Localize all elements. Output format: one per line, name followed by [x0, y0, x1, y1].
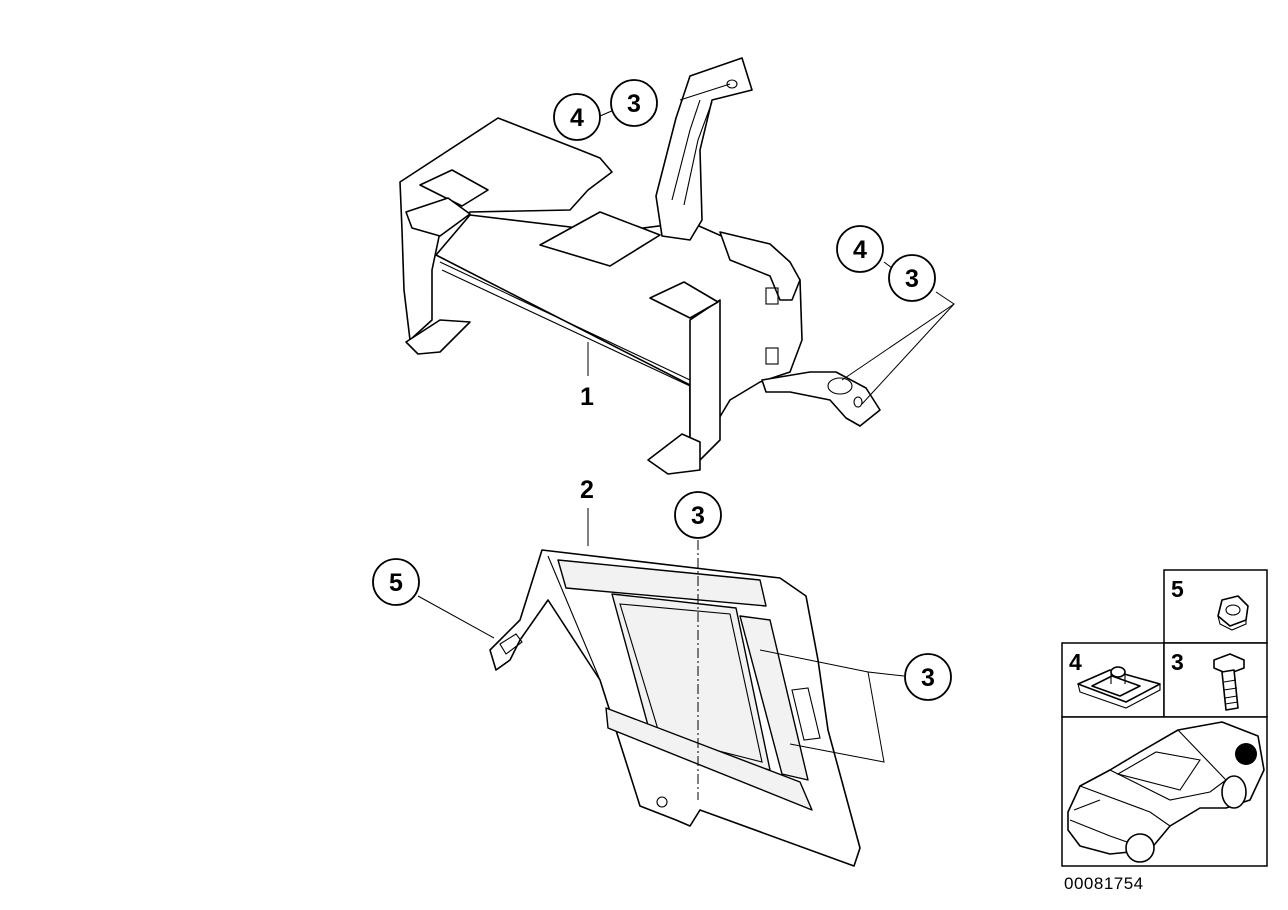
- hex-bolt-icon: [1213, 653, 1245, 711]
- callout-cover-nut: 5: [372, 558, 420, 606]
- drawing-id: 00081754: [1064, 874, 1144, 893]
- location-marker-icon: [1235, 743, 1257, 765]
- callout-cover-screw-right: 3: [904, 653, 952, 701]
- cover-plate: [417, 508, 905, 867]
- callout-cover-nut-label: 5: [389, 569, 403, 597]
- callout-top-clip: 4: [553, 93, 601, 141]
- legend-box-nut: [1163, 569, 1268, 644]
- callout-right-screw: 3: [888, 254, 936, 302]
- callout-top-screw: 3: [610, 79, 658, 127]
- leader-right-screw: [841, 291, 955, 381]
- legend-clip-number: 4: [1069, 649, 1082, 675]
- callout-cover-screw-top-label: 3: [691, 502, 705, 530]
- hex-nut-icon: [1217, 595, 1249, 631]
- callout-right-clip-label: 4: [853, 236, 867, 264]
- callout-right-screw-label: 3: [905, 265, 919, 293]
- legend-panel: 5 4 3: [1061, 569, 1268, 867]
- legend-screw-number: 3: [1171, 649, 1184, 675]
- car-location-icon: [1067, 721, 1265, 863]
- part-label-bracket: 1: [580, 383, 594, 411]
- legend-box-screw: [1163, 642, 1268, 718]
- leader-right-screw-2: [861, 303, 955, 405]
- legend-nut-number: 5: [1171, 576, 1184, 602]
- clip-nut-icon: [1077, 666, 1161, 709]
- callout-top-screw-label: 3: [627, 90, 641, 118]
- callout-top-clip-label: 4: [570, 104, 584, 132]
- mounting-bracket: [399, 57, 881, 475]
- leader-right-clip: [883, 261, 893, 269]
- callout-right-clip: 4: [836, 225, 884, 273]
- callout-cover-screw-top: 3: [674, 491, 722, 539]
- callout-cover-screw-right-label: 3: [921, 664, 935, 692]
- leader-top-screw: [679, 83, 731, 101]
- part-label-cover-plate: 2: [580, 476, 594, 504]
